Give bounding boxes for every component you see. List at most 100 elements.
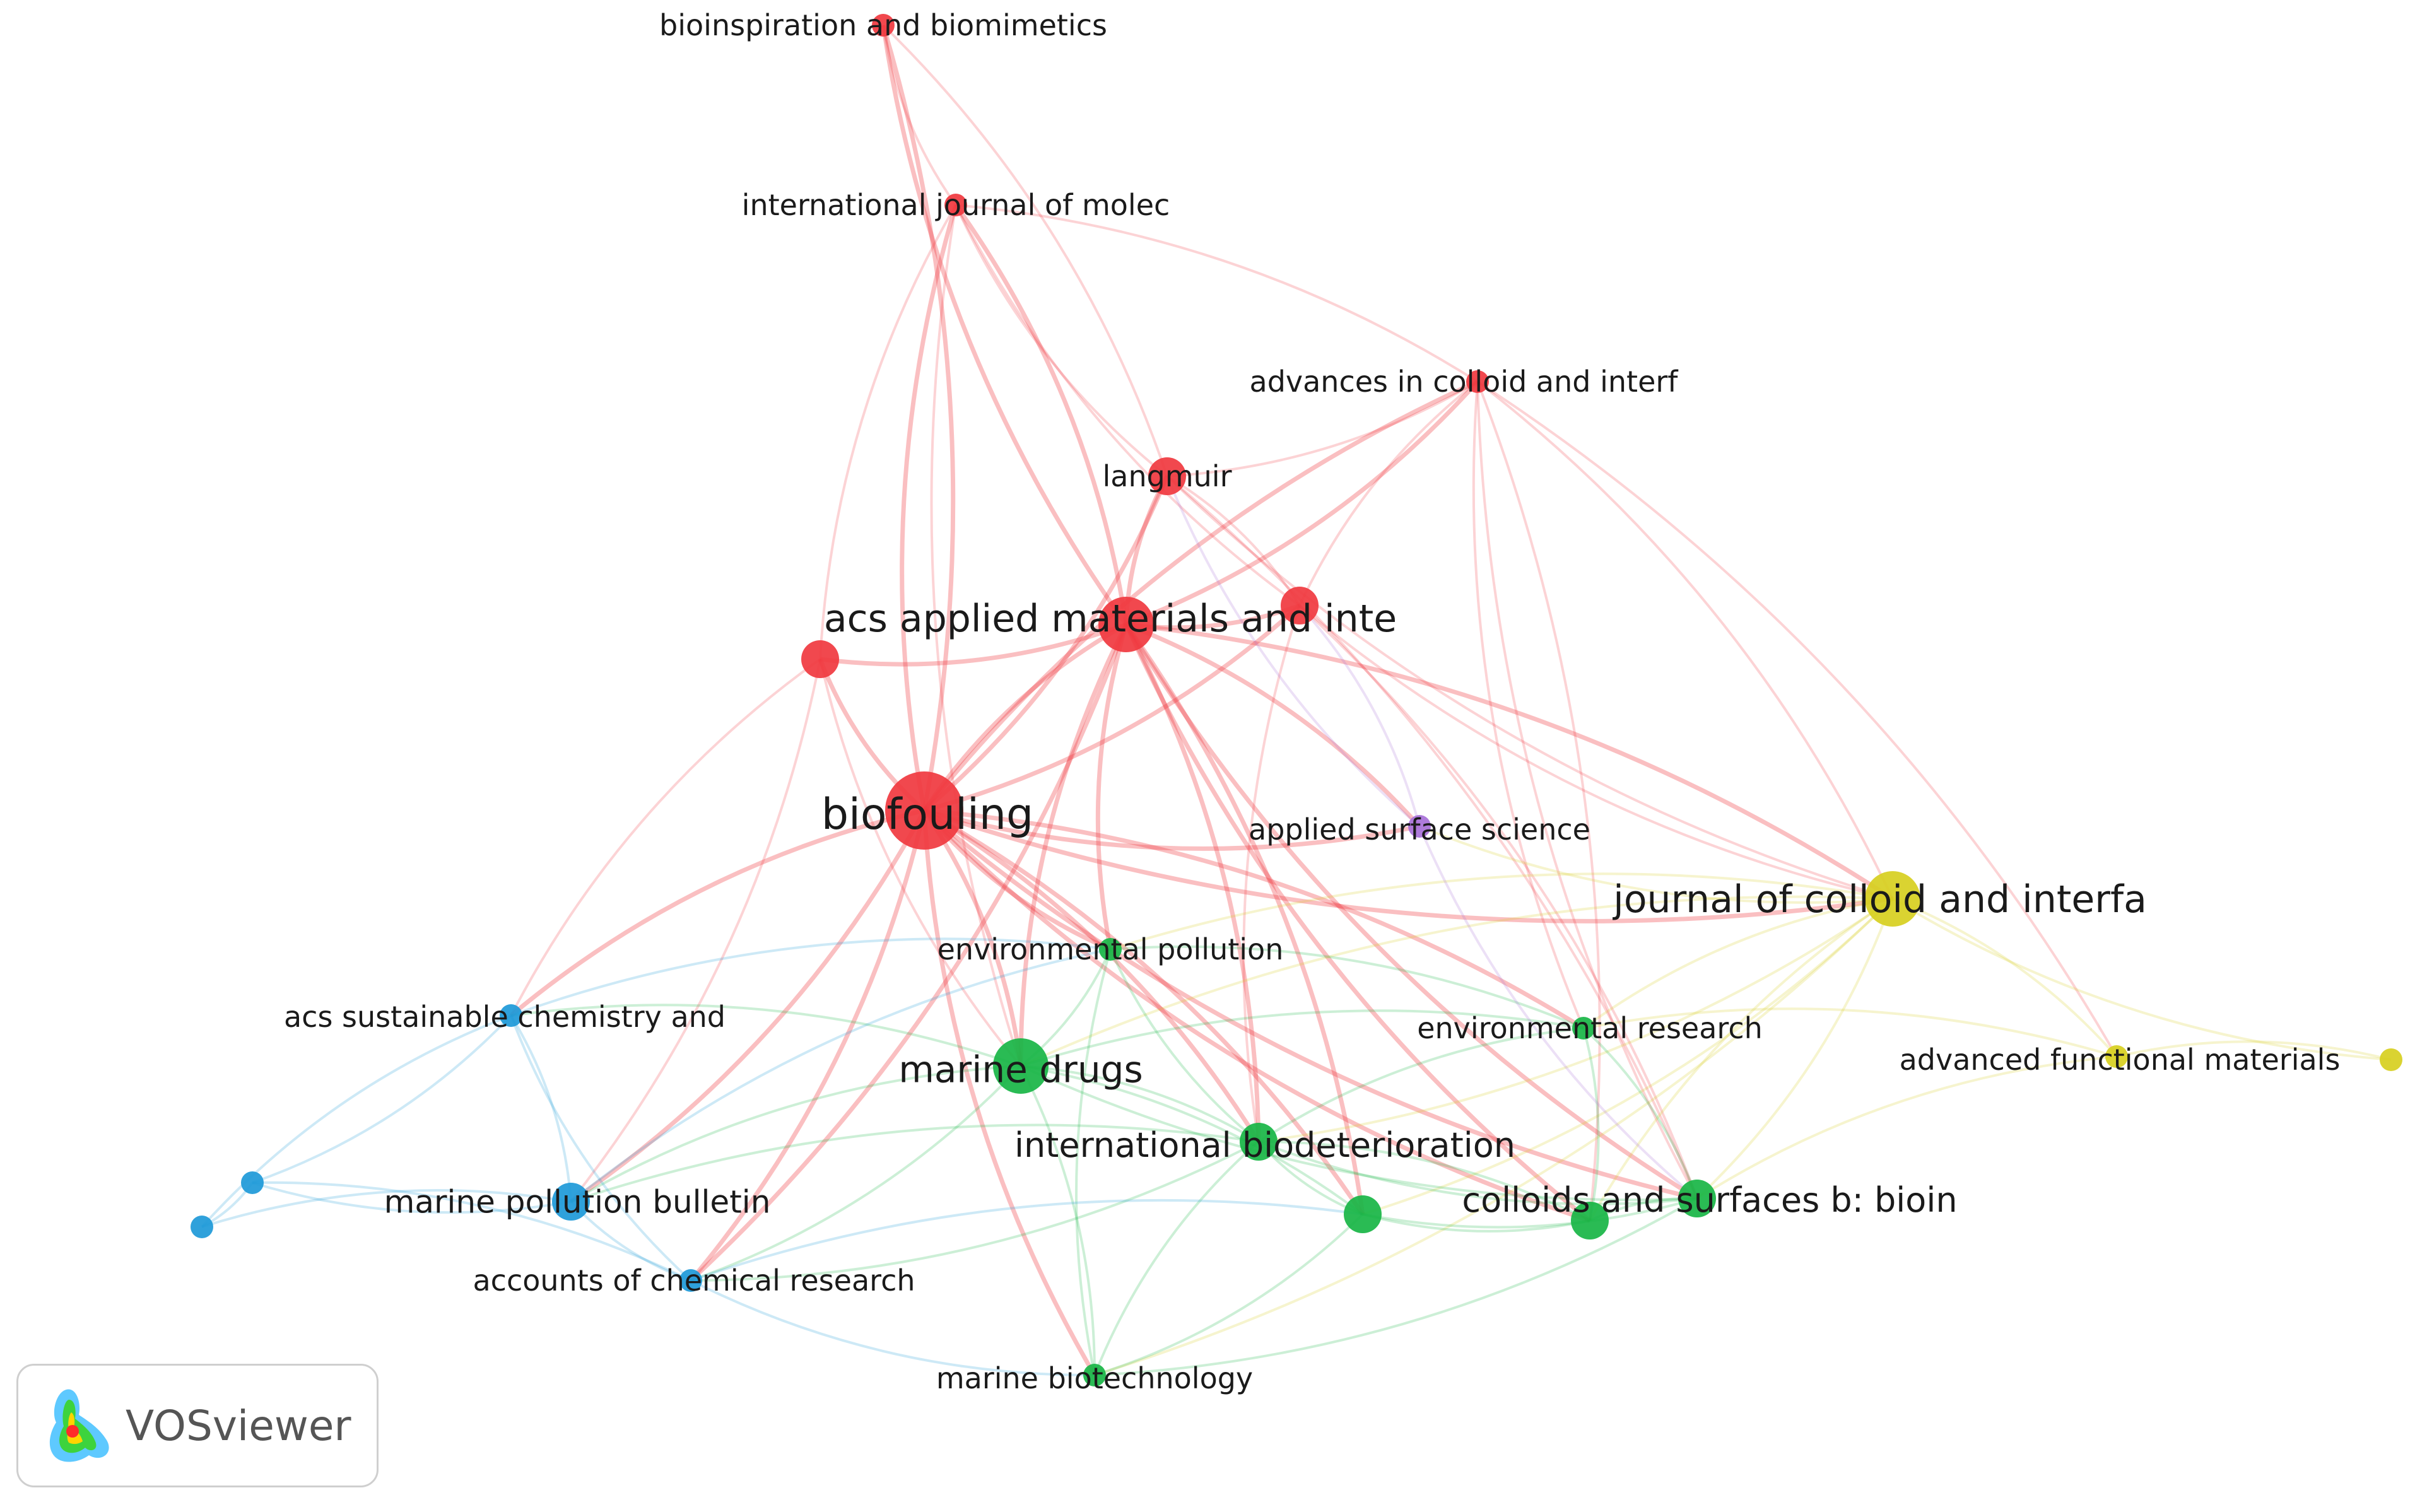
link-mardrugs-acssus xyxy=(510,1004,1021,1067)
link-acsami-jcis xyxy=(1125,622,1894,901)
link-red2-acssus xyxy=(510,658,821,1016)
link-advcoll-jcis xyxy=(1476,380,1894,900)
node-acssus[interactable] xyxy=(500,1004,522,1027)
node-label-advcoll: advances in colloid and interf xyxy=(1250,365,1679,399)
node-yel2[interactable] xyxy=(2380,1048,2402,1071)
node-jcis[interactable] xyxy=(1865,871,1920,927)
link-biofouling-grn2 xyxy=(922,809,1591,1223)
node-marpol[interactable] xyxy=(552,1183,590,1221)
link-red3-jcis xyxy=(1298,604,1893,900)
link-advcoll-grn2 xyxy=(1476,381,1601,1221)
link-langmuir-advcoll xyxy=(1166,380,1479,478)
node-label-acsami: acs applied materials and inte xyxy=(824,597,1397,641)
node-label-ijmolec: international journal of molec xyxy=(742,188,1170,222)
link-jcis-mardrugs xyxy=(1020,895,1893,1067)
node-biofouling[interactable] xyxy=(885,771,963,850)
link-appsurf-colsurfb xyxy=(1418,826,1698,1200)
vosviewer-badge: VOSviewer xyxy=(16,1364,379,1487)
node-label-jcis: journal of colloid and interfa xyxy=(1612,877,2147,922)
node-red3[interactable] xyxy=(1281,587,1319,624)
link-jcis-yel2 xyxy=(1891,898,2392,1061)
link-biofouling-langmuir xyxy=(922,475,1170,812)
node-grn2[interactable] xyxy=(1571,1202,1609,1239)
link-biofouling-grn1 xyxy=(923,808,1365,1216)
node-label-langmuir: langmuir xyxy=(1103,459,1232,493)
link-red3-ijmolec xyxy=(955,204,1301,607)
link-colsurfb-envres xyxy=(1582,1027,1698,1199)
link-mardrugs-accchem xyxy=(690,1065,1022,1282)
link-red3-advcoll xyxy=(1298,380,1479,606)
node-red2[interactable] xyxy=(801,640,839,678)
link-marpol-blu1 xyxy=(252,1181,572,1214)
link-advfunc-colsurfb xyxy=(1696,1055,2117,1200)
node-mardrugs[interactable] xyxy=(993,1038,1049,1094)
link-envpol-marbio xyxy=(1075,949,1112,1376)
link-acsami-appsurf xyxy=(1125,622,1421,828)
link-jcis-envres xyxy=(1582,898,1893,1029)
node-acsami[interactable] xyxy=(1098,597,1154,652)
node-blu2[interactable] xyxy=(191,1216,213,1238)
link-acsami-grn1 xyxy=(1124,623,1365,1215)
vosviewer-logo-icon xyxy=(49,1389,109,1462)
link-acsami-intbio xyxy=(1124,623,1261,1142)
link-acssus-envpol xyxy=(510,937,1111,1017)
node-advcoll[interactable] xyxy=(1466,370,1489,393)
node-colsurfb[interactable] xyxy=(1678,1180,1716,1217)
node-blu1[interactable] xyxy=(241,1171,264,1194)
link-advcoll-advfunc xyxy=(1476,380,2118,1057)
node-envres[interactable] xyxy=(1572,1017,1595,1040)
link-biofouling-colsurfb xyxy=(922,809,1698,1201)
node-langmuir[interactable] xyxy=(1148,457,1186,495)
link-biofouling-accchem xyxy=(689,810,927,1282)
node-envpol[interactable] xyxy=(1099,938,1122,961)
link-accchem-blu1 xyxy=(252,1181,691,1282)
link-envres-grn2 xyxy=(1582,1028,1600,1221)
link-acssus-marpol xyxy=(510,1014,572,1202)
link-ijmolec-red2 xyxy=(819,204,957,660)
node-label-biofouling: biofouling xyxy=(821,790,1033,840)
link-acsami-grn2 xyxy=(1124,623,1592,1222)
link-jcis-envpol xyxy=(1110,872,1893,951)
link-mardrugs-intbio xyxy=(1020,1065,1260,1143)
node-intbio[interactable] xyxy=(1240,1123,1278,1161)
link-intbio-envres xyxy=(1257,1027,1584,1143)
link-acssus-blu2 xyxy=(201,1014,512,1228)
link-acssus-blu1 xyxy=(252,1014,512,1184)
node-label-colsurfb: colloids and surfaces b: bioin xyxy=(1462,1180,1957,1220)
link-jcis-colsurfb xyxy=(1696,898,1894,1200)
link-biofouling-red3 xyxy=(924,604,1302,813)
node-appsurf[interactable] xyxy=(1408,815,1431,838)
link-langmuir-ijmolec xyxy=(955,204,1168,478)
node-marbio[interactable] xyxy=(1083,1364,1106,1386)
links-layer xyxy=(201,24,2392,1377)
link-red2-mardrugs xyxy=(819,659,1022,1067)
node-grn1[interactable] xyxy=(1344,1195,1382,1233)
node-advfunc[interactable] xyxy=(2105,1045,2128,1068)
link-appsurf-red3 xyxy=(1298,604,1421,827)
node-accchem[interactable] xyxy=(679,1269,702,1292)
link-acsami-envpol xyxy=(1095,624,1129,950)
link-red3-intbio xyxy=(1242,605,1301,1142)
link-intbio-envpol xyxy=(1109,949,1260,1143)
node-bioinsp[interactable] xyxy=(872,14,895,37)
node-label-appsurf: applied surface science xyxy=(1249,812,1590,847)
link-intbio-colsurfb xyxy=(1258,1140,1698,1205)
node-label-marpol: marine pollution bulletin xyxy=(384,1184,771,1221)
link-advcoll-colsurfb xyxy=(1476,381,1698,1199)
link-envres-envpol xyxy=(1110,945,1584,1029)
node-label-envpol: environmental pollution xyxy=(937,932,1284,966)
link-mardrugs-marbio xyxy=(1020,1065,1096,1376)
node-label-advfunc: advanced functional materials xyxy=(1900,1043,2341,1077)
link-biofouling-marbio xyxy=(922,810,1097,1376)
link-mardrugs-envres xyxy=(1020,1009,1584,1067)
link-mardrugs-marpol xyxy=(570,1065,1021,1203)
link-biofouling-advcoll xyxy=(922,379,1479,812)
link-grn1-grn2 xyxy=(1362,1213,1590,1233)
node-ijmolec[interactable] xyxy=(944,194,967,216)
link-appsurf-langmuir xyxy=(1166,476,1421,828)
node-label-accchem: accounts of chemical research xyxy=(473,1263,915,1298)
link-ijmolec-advcoll xyxy=(955,204,1479,383)
link-acsami-advcoll xyxy=(1125,380,1479,627)
link-jcis-appsurf xyxy=(1419,825,1893,904)
